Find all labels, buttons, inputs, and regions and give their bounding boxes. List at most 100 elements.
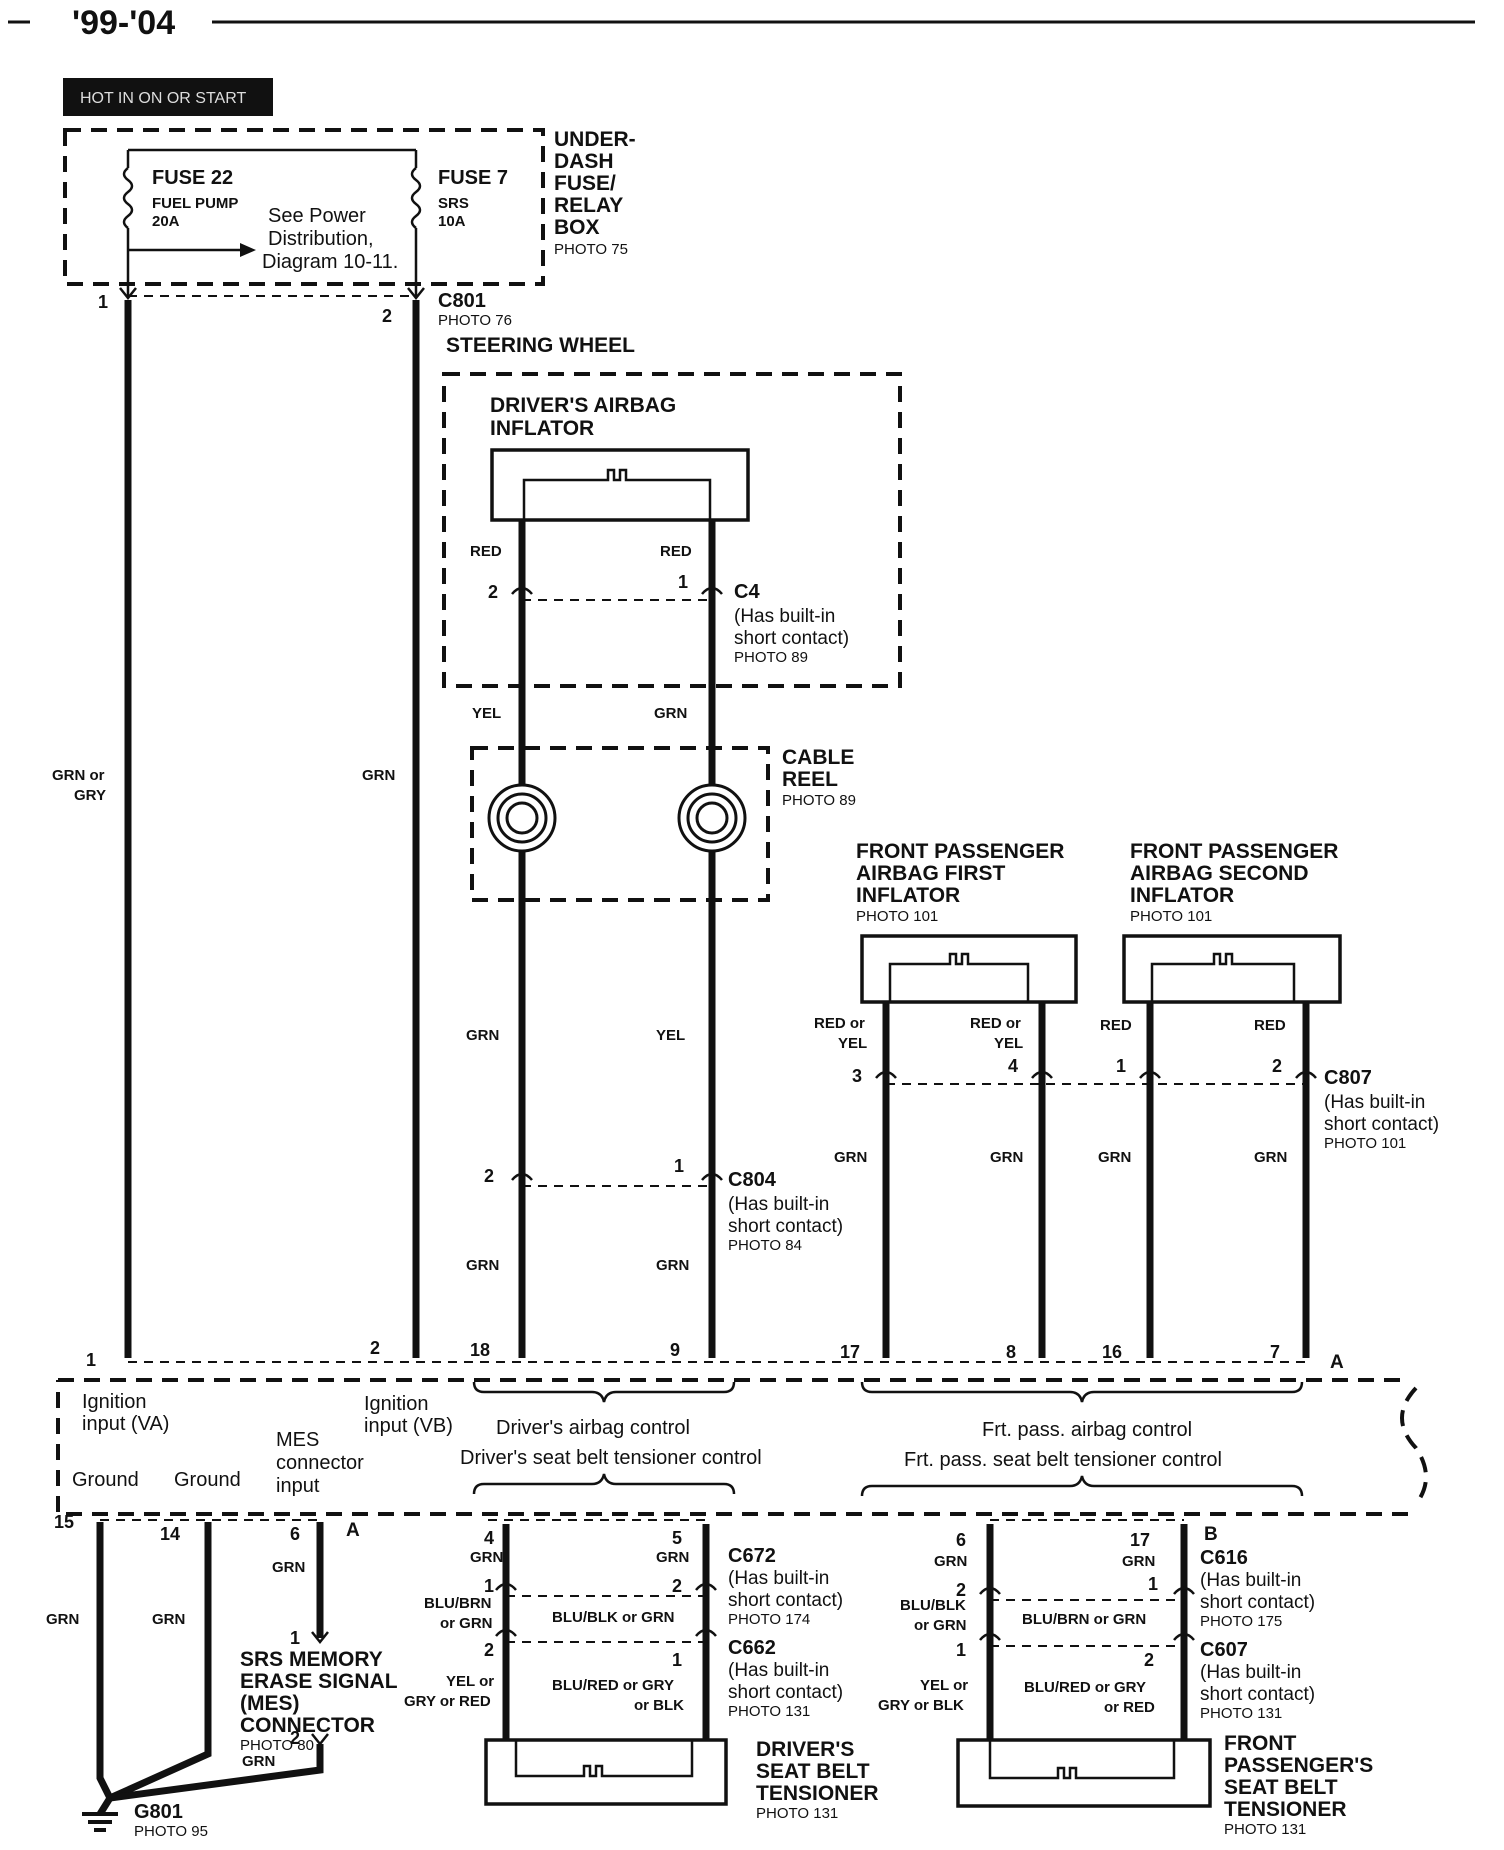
driver-control-brace [472,1381,736,1403]
fp-lower-wire-2: GRN [990,1149,1023,1166]
wire-label-gry: GRY [74,787,106,804]
ground-icon [82,1812,118,1832]
fp1-wire-right-2: YEL [994,1035,1023,1052]
c607-photo: PHOTO 131 [1200,1705,1282,1722]
c616-note-1: (Has built-in [1200,1570,1301,1591]
c607-note-2: short contact) [1200,1684,1315,1705]
c804-wire-lower-left: GRN [466,1257,499,1274]
fp-lower-wire-1: GRN [834,1149,867,1166]
c616-pin-right-terminal [1173,1586,1195,1595]
drivers-airbag-control: Driver's airbag control [496,1417,690,1439]
steering-wheel-outline [442,372,902,688]
c607-pin-right-terminal [1173,1632,1195,1641]
mes-title-2: ERASE SIGNAL [240,1670,398,1693]
dt-top-wire-left: GRN [470,1549,503,1566]
cable-reel-photo: PHOTO 89 [782,792,856,809]
srs-pin-B: B [1204,1524,1218,1545]
c662-photo: PHOTO 131 [728,1703,810,1720]
c804-note-1: (Has built-in [728,1194,829,1215]
c4-photo: PHOTO 89 [734,649,808,666]
pt-title-3: SEAT BELT [1224,1776,1338,1799]
mes-pin2-terminal [311,1733,329,1747]
pt-mid-left-1: BLU/BLK [900,1597,966,1614]
steering-wheel-label: STEERING WHEEL [446,334,635,357]
fp-first-inflator [860,934,1078,1004]
see-note-line2: Distribution, [268,228,374,250]
ignition-va-1: Ignition [82,1391,147,1413]
mes-pin-2: 2 [290,1728,300,1748]
see-note-line1: See Power [268,205,366,227]
fp2-wire-right: RED [1254,1017,1286,1034]
fuse7-name: FUSE 7 [438,167,508,189]
wire-ground-15 [96,1522,114,1800]
pt-top-wire-right: GRN [1122,1553,1155,1570]
drivers-wire-red-right: RED [660,543,692,560]
cable-reel-wire-grn: GRN [654,705,687,722]
c662-name: C662 [728,1637,776,1659]
fp-lower-wire-3: GRN [1098,1149,1131,1166]
c672-name: C672 [728,1545,776,1567]
mes-wire-label: GRN [272,1559,305,1576]
fuse-box-outline [63,128,545,286]
c672-pin-left: 1 [484,1576,494,1596]
cable-reel-right-icon [677,783,747,853]
c616-photo: PHOTO 175 [1200,1613,1282,1630]
c4-pin-left-terminal [511,586,533,595]
c804-pin-left: 2 [484,1166,494,1186]
fp-tensioner-brace [860,1475,1304,1497]
c4-pin-left: 2 [488,582,498,602]
fuse-box-title-4: RELAY [554,194,623,217]
c607-pin-left: 1 [956,1640,966,1660]
srs-pin-2: 2 [370,1338,380,1358]
pt-low-center-1: BLU/RED or GRY [1024,1679,1146,1696]
c672-pin-right: 2 [672,1576,682,1596]
pt-title-4: TENSIONER [1224,1798,1347,1821]
c662-note-2: short contact) [728,1682,843,1703]
c616-pin-left-terminal [979,1586,1001,1595]
fuse22-symbol [122,167,134,229]
mes-title-4: CONNECTOR [240,1714,375,1737]
pt-low-left-2: GRY or BLK [878,1697,964,1714]
c801-name: C801 [438,290,486,312]
fp-control-brace [860,1381,1304,1403]
c807-note-2: short contact) [1324,1114,1439,1135]
c804-name: C804 [728,1169,777,1191]
dt-element [514,1740,694,1778]
srs-pin-A-bottom: A [346,1520,360,1541]
c607-note-1: (Has built-in [1200,1662,1301,1683]
passenger-seat-belt-tensioner [956,1738,1212,1808]
c807-name: C807 [1324,1067,1372,1089]
c607-name: C607 [1200,1639,1248,1661]
mes-input-3: input [276,1475,320,1497]
c607-pin-left-terminal [979,1632,1001,1641]
fuse-box-title-3: FUSE/ [554,172,616,195]
c672-pin-right-terminal [695,1582,717,1591]
fp-first-photo: PHOTO 101 [856,908,938,925]
c801-pin2-terminal [407,287,425,301]
dt-title-3: TENSIONER [756,1782,879,1805]
c807-pin4-terminal [1031,1070,1053,1079]
fp-second-title-1: FRONT PASSENGER [1130,840,1338,863]
c804-pin-left-terminal [511,1172,533,1181]
srs-pin-17: 17 [840,1342,860,1362]
c807-pin-3: 3 [852,1066,862,1086]
cable-reel-wire-yel: YEL [472,705,501,722]
fuse7-circuit: SRS [438,195,469,212]
cable-reel-title-1: CABLE [782,746,854,769]
c804-note-2: short contact) [728,1216,843,1237]
cable-reel-outline [470,746,770,902]
wire-label-grn-or: GRN or [52,767,105,784]
c662-pin-left: 2 [484,1640,494,1660]
fp1-wire-left-2: YEL [838,1035,867,1052]
g801-photo: PHOTO 95 [134,1823,208,1840]
srs-pin-6-b: 6 [956,1530,966,1550]
c807-pin2-terminal [1295,1070,1317,1079]
c804-wire-upper-right: YEL [656,1027,685,1044]
dt-low-left-2: GRY or RED [404,1693,491,1710]
ground-wire-15-label: GRN [46,1611,79,1628]
c804-pin-right: 1 [674,1156,684,1176]
c807-note-1: (Has built-in [1324,1092,1425,1113]
c807-photo: PHOTO 101 [1324,1135,1406,1152]
srs-pin-14: 14 [160,1524,180,1544]
